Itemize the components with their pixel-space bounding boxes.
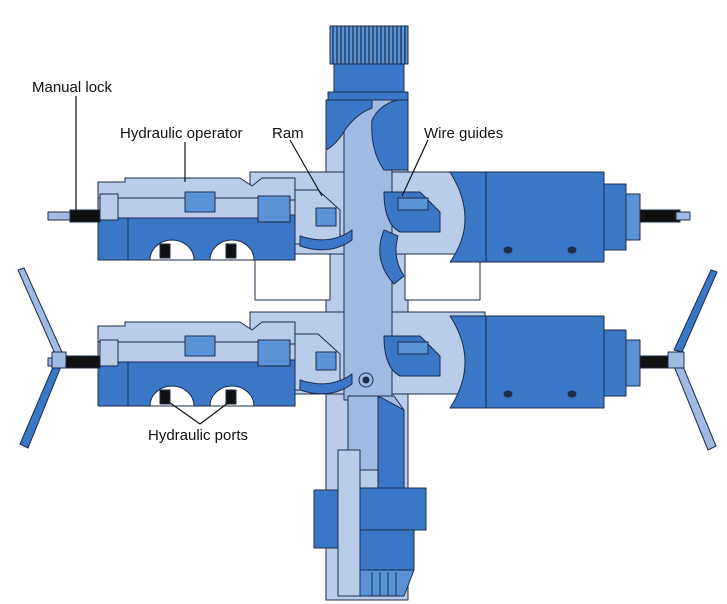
label-manual-lock: Manual lock [32,79,113,96]
right-handwheel [667,269,718,451]
lower-right-hydraulic-operator [358,315,641,409]
left-handwheel [17,267,67,449]
leader-hydraulic-ports-left [165,399,201,425]
upper-left-hydraulic-operator [97,177,353,261]
top-threaded-connection [327,25,409,101]
label-hydraulic-ports: Hydraulic ports [148,427,248,444]
upper-right-manual-lock-rod [639,209,691,223]
leader-ram [289,139,323,197]
upper-left-manual-lock-rod [47,193,119,223]
upper-right-hydraulic-operator [379,171,641,285]
leader-hydraulic-ports-right [199,399,233,425]
lower-left-hydraulic-operator [97,321,353,407]
leader-wire-guides [401,139,429,197]
label-wire-guides: Wire guides [424,125,503,142]
label-hydraulic-operator: Hydraulic operator [120,125,243,142]
label-ram: Ram [272,125,304,142]
lower-left-manual-lock-rod [47,339,119,369]
lower-connection [313,395,427,597]
